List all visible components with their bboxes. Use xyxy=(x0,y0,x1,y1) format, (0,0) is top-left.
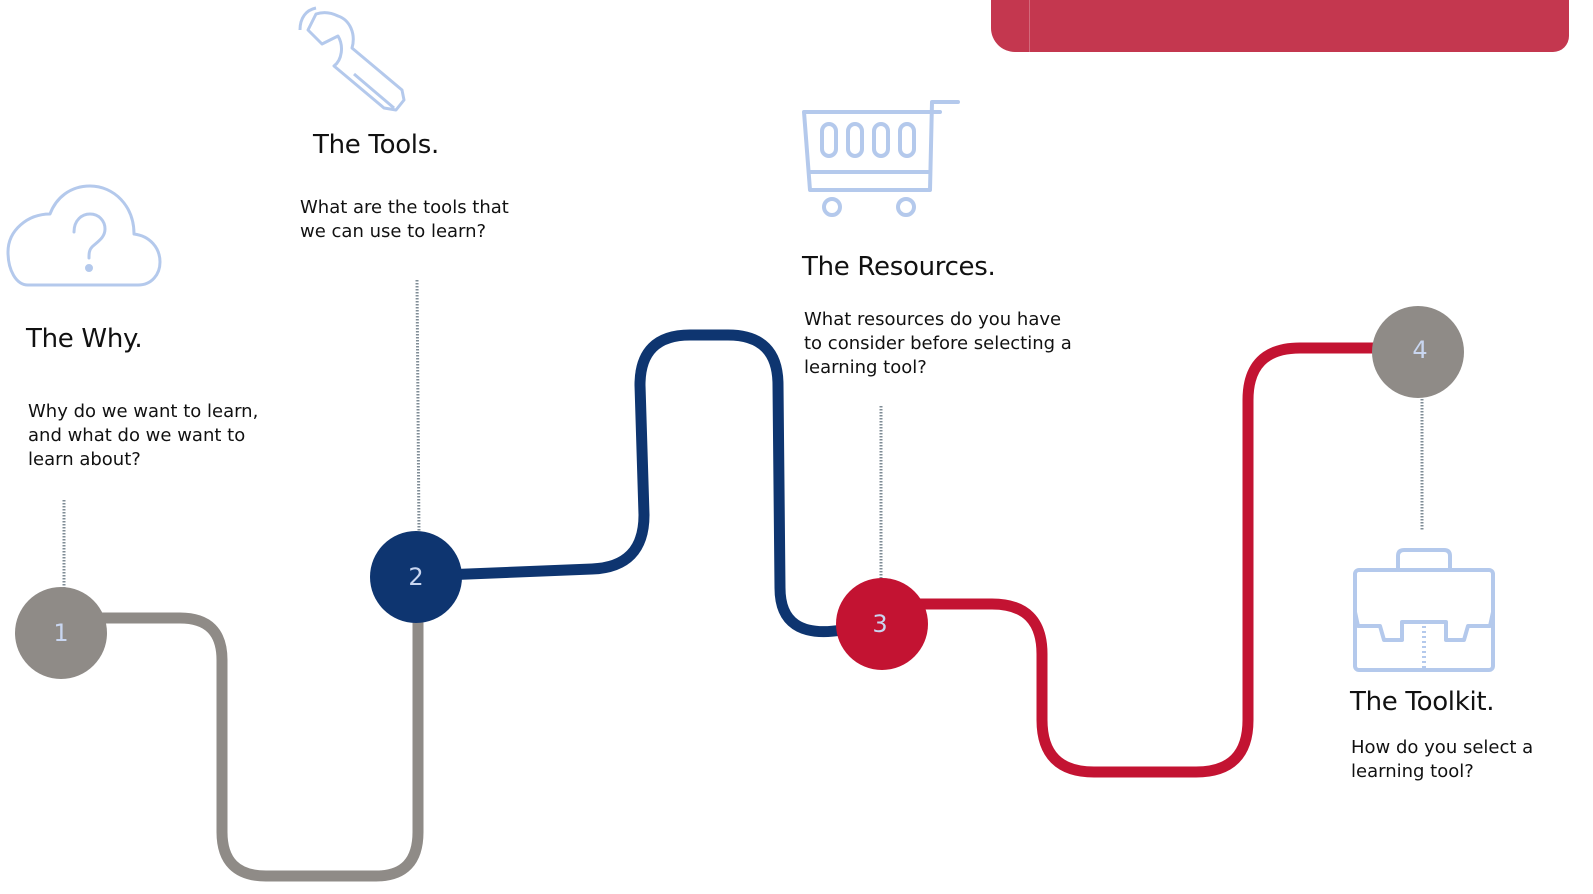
stem-2 xyxy=(415,279,421,535)
milestone-2: 2 xyxy=(370,531,462,623)
milestone-1: 1 xyxy=(15,587,107,679)
step-1-description: Why do we want to learn, and what do we … xyxy=(28,400,308,472)
cloud-question-icon xyxy=(6,184,162,287)
step-2-description-line: What are the tools that xyxy=(300,197,509,218)
step-1-title: The Why. xyxy=(26,324,143,354)
milestone-3: 3 xyxy=(836,578,928,670)
road-segment-1 xyxy=(55,572,424,882)
step-4-description-line: How do you select a xyxy=(1351,737,1534,758)
step-3-description: What resources do you have to consider b… xyxy=(804,308,1144,380)
step-3-description-line: to consider before selecting a xyxy=(804,333,1072,354)
step-2-description-line: we can use to learn? xyxy=(300,221,487,242)
milestone-4: 4 xyxy=(1372,306,1464,398)
step-2-title: The Tools. xyxy=(313,130,439,160)
step-1-description-line: Why do we want to learn, xyxy=(28,401,259,422)
briefcase-icon xyxy=(1353,548,1495,672)
step-2-description: What are the tools that we can use to le… xyxy=(300,196,580,244)
step-3-description-line: What resources do you have xyxy=(804,309,1062,330)
milestone-4-number: 4 xyxy=(1412,336,1427,364)
milestone-2-number: 2 xyxy=(408,563,423,591)
step-1-description-line: learn about? xyxy=(28,449,141,470)
step-4-title: The Toolkit. xyxy=(1350,687,1495,717)
step-4-description-line: learning tool? xyxy=(1351,761,1474,782)
step-4-description: How do you select a learning tool? xyxy=(1351,736,1581,784)
milestone-3-number: 3 xyxy=(872,610,887,638)
milestone-1-number: 1 xyxy=(53,619,68,647)
step-3-description-line: learning tool? xyxy=(804,357,927,378)
shopping-cart-icon xyxy=(802,100,960,217)
step-1-description-line: and what do we want to xyxy=(28,425,246,446)
road-segment-2 xyxy=(412,329,848,638)
road-segment-3 xyxy=(876,342,1426,778)
header-banner xyxy=(991,0,1569,52)
banner-divider xyxy=(1029,0,1030,52)
step-3-title: The Resources. xyxy=(802,252,996,282)
wrench-icon xyxy=(298,6,406,112)
